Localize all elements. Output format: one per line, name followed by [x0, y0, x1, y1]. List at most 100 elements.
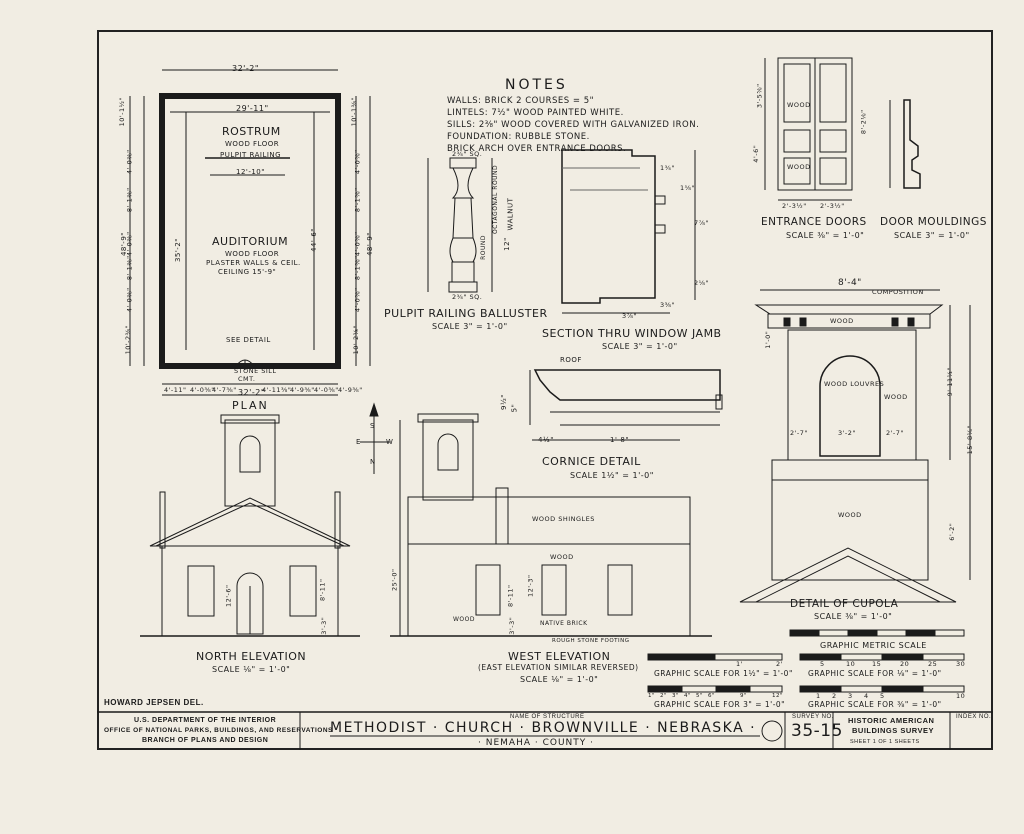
stone-sill-label: STONE SILL — [234, 367, 277, 375]
north-elevation-drawing — [140, 414, 360, 637]
plan-bottom-dims: 4'-11⅜" — [262, 386, 292, 394]
jamb-dimension: 3⅞" — [622, 312, 637, 320]
note-line: SILLS: 2⅜" WOOD COVERED WITH GALVANIZED … — [447, 120, 700, 130]
west-elevation-dim: 8'-11" — [506, 584, 515, 607]
graphic-scales-drawing — [647, 629, 965, 693]
window-jamb-title: SECTION THRU WINDOW JAMB — [542, 327, 722, 340]
cupola-louvres-label: WOOD LOUVRES — [824, 380, 885, 388]
rostrum-label: ROSTRUM — [222, 125, 281, 138]
north-elevation-dim: 12'-6" — [224, 584, 233, 607]
metric-tick: 10 — [846, 660, 856, 668]
scale-tick: 1 — [816, 692, 821, 700]
baluster-height-dim: 12" — [502, 237, 511, 251]
plan-left-dimension: 4'-0⅜" — [125, 149, 134, 175]
note-line: LINTELS: 7½" WOOD PAINTED WHITE. — [447, 108, 624, 118]
notes-heading: NOTES — [505, 77, 568, 93]
metric-tick: 20 — [900, 660, 910, 668]
footing-label: ROUGH STONE FOOTING — [552, 638, 630, 644]
door-dimension: 2'-3½" — [820, 202, 845, 210]
rostrum-floor-label: WOOD FLOOR — [225, 140, 280, 148]
auditorium-note: CEILING 15'-9" — [218, 268, 277, 276]
door-dimension: 8'-2⅛" — [859, 109, 868, 135]
plan-left-dimension: 10'-1½" — [117, 97, 126, 127]
west-elevation-dim: 12'-3" — [526, 574, 535, 597]
habs-line-1: HISTORIC AMERICAN — [848, 716, 935, 725]
metric-tick: 15 — [872, 660, 882, 668]
plan-right-dimension: 8'-1⅜" — [353, 187, 362, 213]
baluster-top-dim: 2¾" SQ. — [452, 150, 483, 158]
plan-inner-vertical-dimension: 44'-6" — [309, 228, 318, 253]
plan-right-dimension: 48'-9" — [365, 232, 374, 257]
jamb-dimension: 3⅜" — [660, 301, 675, 309]
cupola-dimension: 2'-7" — [886, 429, 904, 437]
note-line: BRICK ARCH OVER ENTRANCE DOORS. — [447, 144, 627, 154]
graphic-scale-1-label: GRAPHIC SCALE FOR 1½" = 1'-0" — [654, 669, 793, 678]
department-line: U.S. DEPARTMENT OF THE INTERIOR — [134, 717, 277, 724]
plan-left-dimension: 8'-1⅜" — [125, 255, 134, 281]
cupola-dimension: 6'-2" — [948, 522, 957, 541]
cupola-scale: SCALE ⅜" = 1'-0" — [814, 612, 893, 621]
plan-left-dimension: 4'-0⅜" — [125, 287, 134, 313]
baluster-scale: SCALE 3" = 1'-0" — [432, 322, 508, 331]
pulpit-railing-label: PULPIT RAILING — [220, 151, 282, 159]
scale-tick: 4 — [864, 692, 869, 700]
cornice-title: CORNICE DETAIL — [542, 455, 641, 468]
cupola-dimension: 3'-2" — [838, 429, 856, 437]
habs-line-2: BUILDINGS SURVEY — [852, 726, 935, 735]
native-brick-label: NATIVE BRICK — [540, 620, 588, 627]
survey-number: 35-15 — [791, 721, 843, 741]
door-wood-label: WOOD — [787, 101, 811, 109]
compass-s-label: S — [370, 422, 375, 430]
door-dimension: 4'-6" — [752, 144, 761, 163]
scale-tick: 6" — [708, 693, 716, 699]
jamb-dimension: 1⅝" — [680, 184, 695, 192]
name-of-structure-label: NAME OF STRUCTURE — [510, 714, 585, 720]
cupola-title: DETAIL OF CUPOLA — [790, 598, 899, 610]
door-mouldings-scale: SCALE 3" = 1'-0" — [894, 231, 970, 240]
scale-tick: 4" — [684, 693, 692, 699]
plan-right-dimension: 10'-1⅜" — [349, 97, 358, 127]
graphic-scale-2-label: GRAPHIC SCALE FOR 3" = 1'-0" — [654, 700, 786, 709]
scale-tick: 9" — [740, 693, 748, 699]
scale-tick: 1' — [736, 660, 743, 668]
wood-shingles-label: WOOD SHINGLES — [532, 515, 595, 523]
sheet-count: SHEET 1 OF 1 SHEETS — [850, 739, 920, 745]
scale-tick: 5" — [696, 693, 704, 699]
auditorium-note: PLASTER WALLS & CEIL. — [206, 259, 301, 267]
cornice-roof-label: ROOF — [560, 356, 582, 364]
plan-bottom-dims: 4'-9⅜" — [290, 386, 315, 394]
see-detail-label: SEE DETAIL — [226, 336, 271, 344]
branch-line: BRANCH OF PLANS AND DESIGN — [142, 737, 269, 744]
plan-bottom-dims: 4'-11" — [164, 386, 187, 394]
plan-inner-vertical-dimension: 35'-2" — [173, 238, 182, 263]
auditorium-note: WOOD FLOOR — [225, 250, 280, 258]
baluster-title: PULPIT RAILING BALLUSTER — [384, 307, 548, 320]
cupola-wood-label: WOOD — [884, 393, 908, 401]
plan-top-dimension: 32'-2" — [232, 64, 260, 73]
index-number-label: INDEX NO. — [956, 714, 992, 720]
railing-dimension: 12'-10" — [236, 168, 265, 176]
west-elevation-drawing — [390, 413, 712, 637]
compass-e-label: E — [356, 438, 361, 446]
plan-bottom-dimension: 32'-2" — [238, 388, 266, 397]
door-wood-label: WOOD — [787, 163, 811, 171]
metric-scale-title: GRAPHIC METRIC SCALE — [820, 641, 927, 650]
west-elevation-dim: 25'-0" — [390, 568, 399, 591]
west-elevation-dim: 3'-3" — [508, 616, 517, 635]
note-line: FOUNDATION: RUBBLE STONE. — [447, 132, 590, 142]
west-wood-low-label: WOOD — [453, 616, 475, 623]
cornice-dimension: 4½" — [538, 436, 554, 444]
floor-plan-drawing — [129, 69, 371, 396]
cornice-dimension: 9½" — [499, 394, 508, 411]
plan-left-dimension: 10'-2⅜" — [123, 325, 132, 355]
cupola-dimension: 1'-0" — [764, 330, 773, 349]
entrance-doors-scale: SCALE ⅜" = 1'-0" — [786, 231, 865, 240]
scale-tick: 1" — [648, 693, 656, 699]
delineator: HOWARD JEPSEN DEL. — [104, 698, 204, 707]
plan-right-dimension: 4'-0⅜" — [353, 287, 362, 313]
plan-bottom-dims: 4'-7⅜" — [212, 386, 237, 394]
jamb-dimension: 7⅞" — [694, 219, 709, 227]
scale-tick: 2" — [660, 693, 668, 699]
plan-right-dimension: 10'-2⅜" — [351, 325, 360, 355]
